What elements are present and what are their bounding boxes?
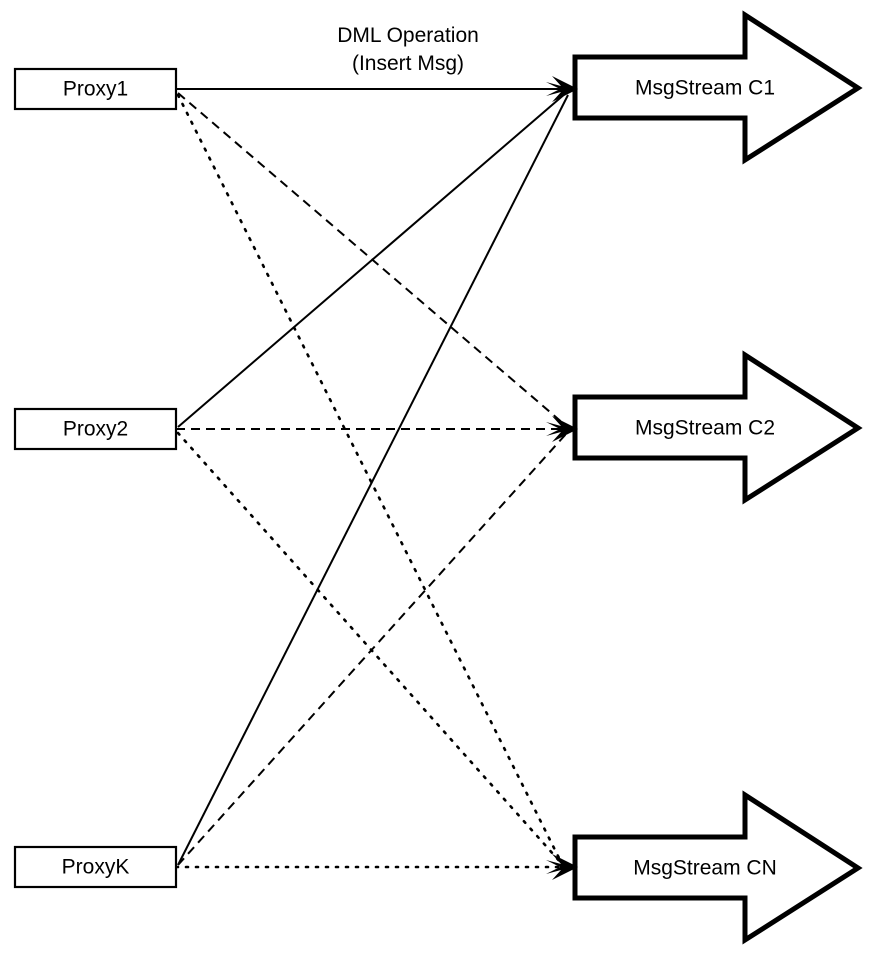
edge-proxyk-to-c2 <box>177 433 567 866</box>
edge-caption-line-1: DML Operation <box>337 24 479 47</box>
edge-proxy2-to-c1 <box>177 92 567 428</box>
msgstream-node-c1[interactable]: MsgStream C1 <box>572 10 863 165</box>
edge-proxy1-to-c2 <box>177 92 565 425</box>
proxy-label-proxy2: Proxy2 <box>63 418 128 441</box>
msgstream-nodes-layer: MsgStream C1 MsgStream C2 MsgStream CN <box>572 10 863 945</box>
edge-proxyk-to-c1 <box>177 94 569 866</box>
arrowhead-into-c1 <box>546 76 578 102</box>
proxy-box-proxy2[interactable] <box>13 407 178 451</box>
proxy-node-proxyk[interactable]: ProxyK <box>13 845 178 889</box>
msgstream-arrow-shape-c2[interactable] <box>572 350 863 505</box>
msgstream-label-c2: MsgStream C2 <box>635 417 775 440</box>
proxy-label-proxyk: ProxyK <box>62 856 130 879</box>
edge-caption-line-2: (Insert Msg) <box>352 52 464 75</box>
arrowhead-into-c2 <box>546 416 578 442</box>
edge-proxy2-to-cn <box>176 431 564 866</box>
msgstream-label-cn: MsgStream CN <box>633 857 777 880</box>
msgstream-arrow-shape-cn[interactable] <box>572 790 863 945</box>
arrowheads-layer <box>546 76 578 880</box>
edges-layer <box>174 88 569 869</box>
proxy-box-proxy1[interactable] <box>13 67 178 111</box>
proxy-label-proxy1: Proxy1 <box>63 78 128 101</box>
msgstream-arrow-shape-c1[interactable] <box>572 10 863 165</box>
msgstream-node-cn[interactable]: MsgStream CN <box>572 790 863 945</box>
edge-proxy1-to-cn <box>176 93 564 866</box>
proxy-box-proxyk[interactable] <box>13 845 178 889</box>
arrowhead-into-cn <box>546 854 578 880</box>
proxy-node-proxy2[interactable]: Proxy2 <box>13 407 178 451</box>
msgstream-label-c1: MsgStream C1 <box>635 77 775 100</box>
proxy-node-proxy1[interactable]: Proxy1 <box>13 67 178 111</box>
msgstream-node-c2[interactable]: MsgStream C2 <box>572 350 863 505</box>
